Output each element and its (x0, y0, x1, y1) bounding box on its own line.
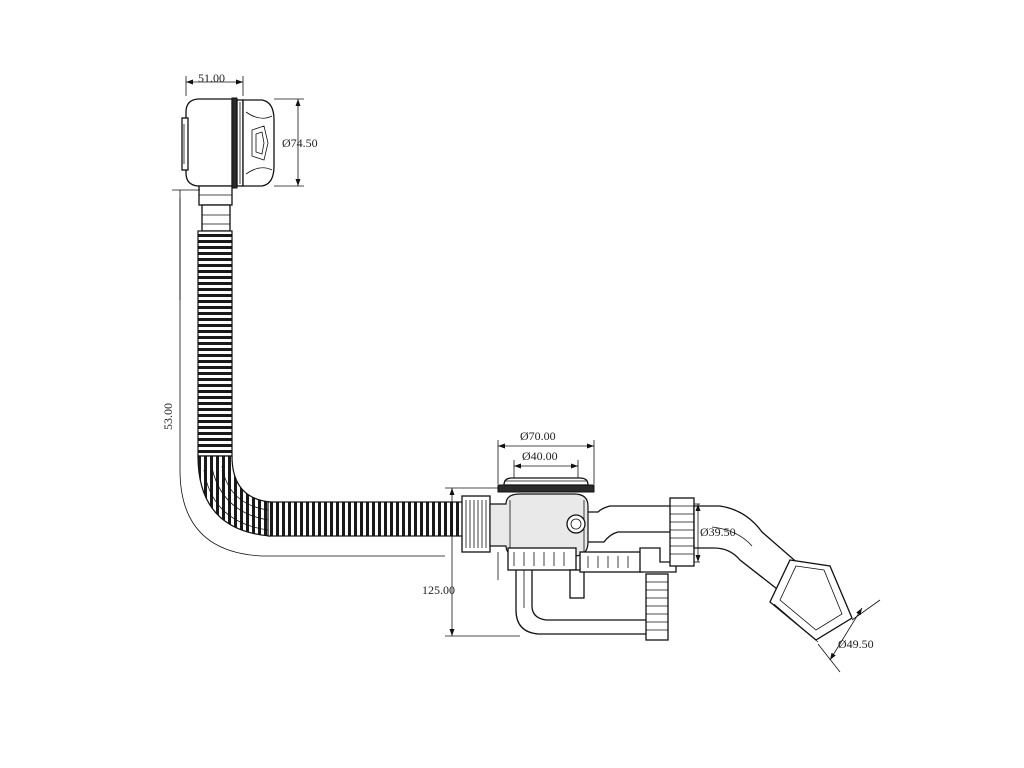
dim-diameter-outlet: Ø49.50 (838, 637, 874, 651)
dim-width-top: 51.00 (198, 71, 225, 85)
overflow-head (181, 97, 275, 232)
drain-body (461, 477, 595, 599)
hose-outline (179, 190, 445, 557)
dim-height-left: 53.00 (161, 403, 175, 430)
dimension-lines (179, 76, 881, 673)
corrugated-hose (197, 230, 465, 537)
dim-diameter-inner: Ø40.00 (522, 449, 558, 463)
dim-diameter-outer: Ø70.00 (520, 429, 556, 443)
u-trap (515, 547, 677, 641)
dim-diameter-mid: Ø39.50 (700, 525, 736, 539)
dim-diameter-top: Ø74.50 (282, 136, 318, 150)
dim-depth: 125.00 (422, 583, 455, 597)
